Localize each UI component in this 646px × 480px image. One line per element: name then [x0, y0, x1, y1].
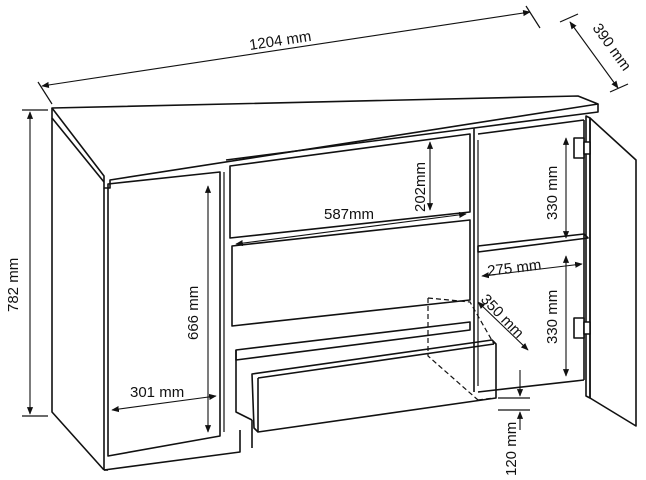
cabinet-body: [51, 95, 637, 471]
drawer-top: [229, 133, 471, 239]
drawer-width-label: 587mm: [324, 206, 374, 223]
depth-label: 390 mm: [589, 20, 635, 74]
right-door: [589, 117, 637, 427]
drawer-height-label: 202mm: [412, 162, 429, 212]
drawer-middle: [231, 219, 471, 327]
height-label: 782 mm: [5, 258, 22, 312]
shelf-lower-label: 330 mm: [544, 290, 561, 344]
door-height-label: 666 mm: [185, 286, 202, 340]
shelf-depth-label: 350 mm: [477, 291, 527, 342]
shelf-upper-label: 330 mm: [544, 166, 561, 220]
shelf: [477, 233, 589, 253]
door-width-label: 301 mm: [130, 384, 184, 401]
plinth-label: 120 mm: [503, 422, 520, 476]
hinge-icon: [573, 137, 591, 339]
dimension-lines: [22, 5, 629, 433]
left-door: [107, 171, 221, 457]
shelf-width-label: 275 mm: [486, 256, 542, 279]
